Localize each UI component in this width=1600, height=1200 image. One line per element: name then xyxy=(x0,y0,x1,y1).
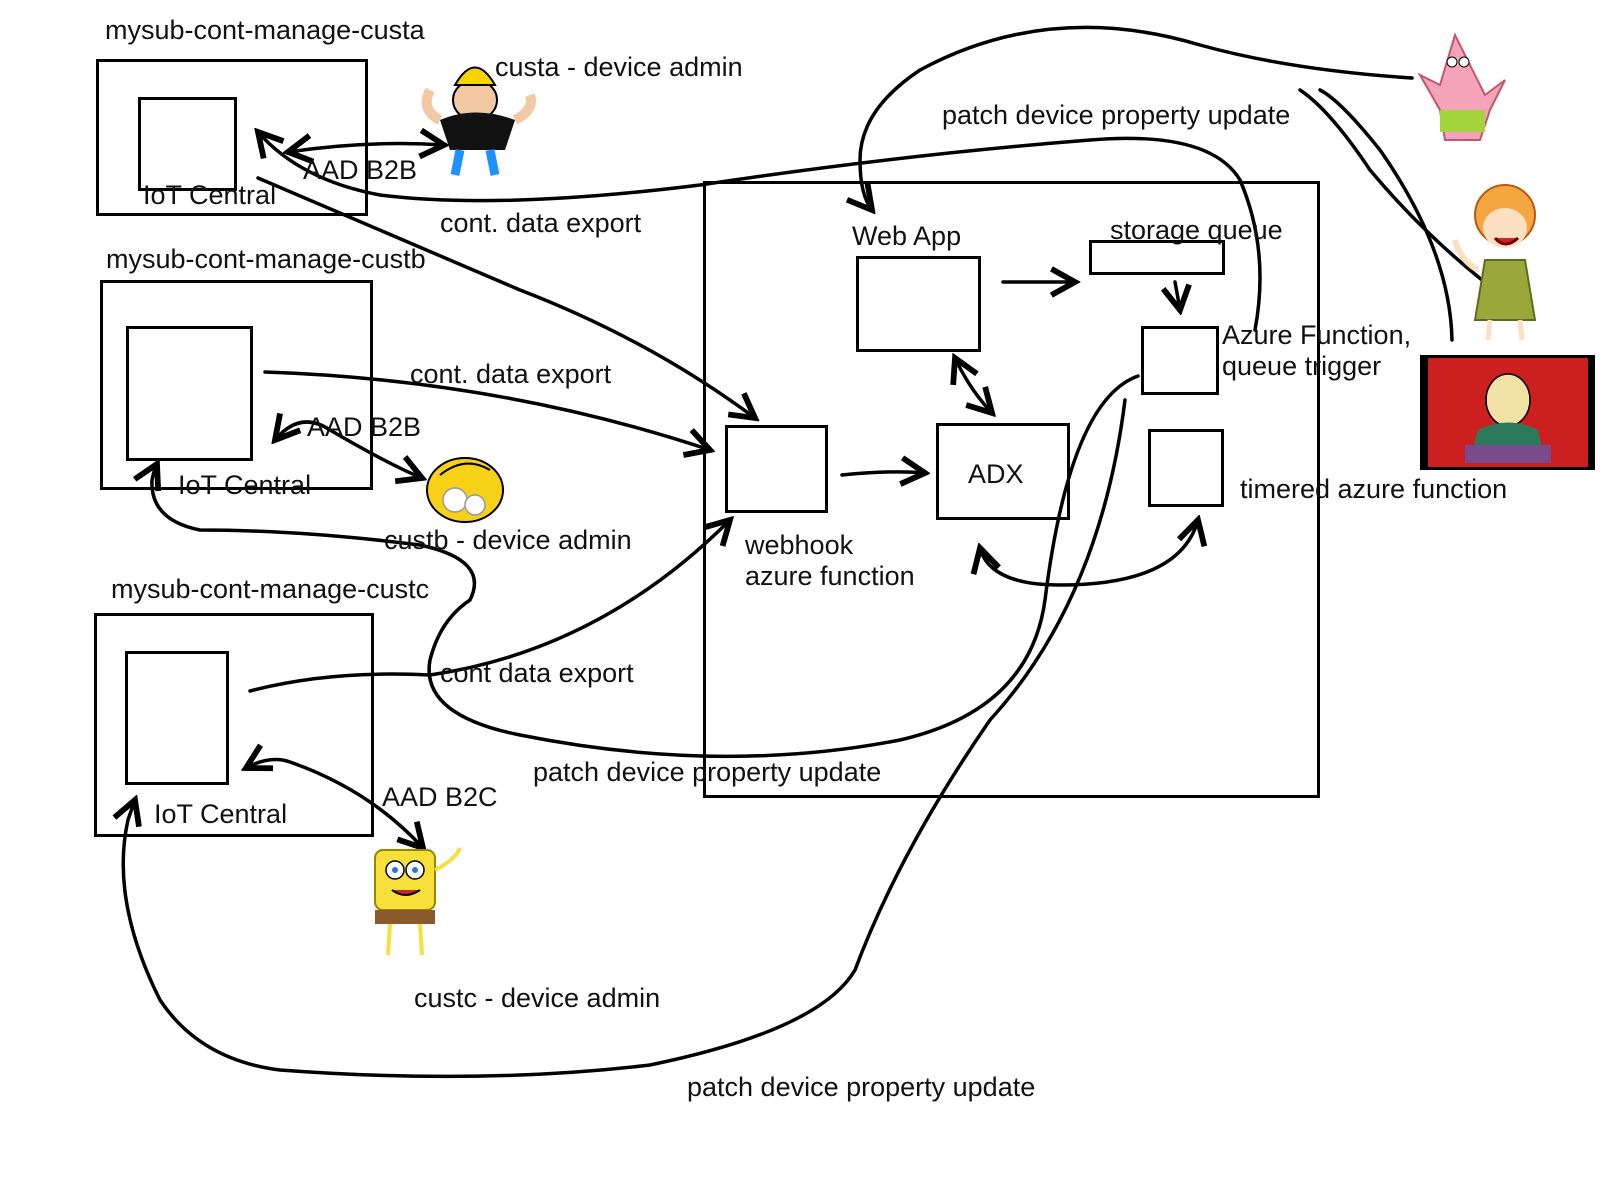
webhook-label: webhook azure function xyxy=(745,530,915,592)
custa-admin-label: custa - device admin xyxy=(495,52,743,82)
custa-iot-central-box[interactable] xyxy=(138,97,237,191)
webapp-adx-arrow xyxy=(955,358,992,413)
custa-auth-label: AAD B2B xyxy=(303,155,418,185)
webhook-function-box[interactable] xyxy=(725,425,828,513)
patrick-to-webapp-arrow xyxy=(860,25,1414,210)
timer-function-box[interactable] xyxy=(1148,429,1224,507)
custc-auth-arrow xyxy=(246,760,423,848)
custb-admin-label: custb - device admin xyxy=(384,525,632,555)
patch-label-bottom: patch device property update xyxy=(687,1072,1036,1102)
custb-subscription-box xyxy=(100,280,373,490)
custb-export-label: cont. data export xyxy=(410,359,612,389)
timer-function-label: timered azure function xyxy=(1240,474,1508,504)
custb-subscription-label: mysub-cont-manage-custb xyxy=(106,244,426,274)
queue-function-label: Azure Function, queue trigger xyxy=(1222,320,1412,382)
custc-export-arrow xyxy=(248,520,730,693)
girl-cartoon-icon xyxy=(1452,184,1537,341)
spongebob-cartoon-icon xyxy=(374,847,462,956)
custb-iot-central-box[interactable] xyxy=(126,326,253,461)
web-app-label: Web App xyxy=(852,221,962,251)
custb-auth-label: AAD B2B xyxy=(307,412,422,442)
custa-subscription-label: mysub-cont-manage-custa xyxy=(105,15,425,45)
webhook-to-adx-arrow xyxy=(840,472,925,475)
patch-to-custc-arrow xyxy=(123,398,1127,1079)
patch-to-custa-arrow xyxy=(258,132,1262,332)
burns-operator-curve xyxy=(1318,88,1454,342)
homer-cartoon-icon xyxy=(426,457,504,523)
custc-iot-central-label: IoT Central xyxy=(154,799,288,829)
queue-function-box[interactable] xyxy=(1141,326,1219,395)
adx-timer-arrow xyxy=(980,520,1198,587)
custa-subscription-box xyxy=(96,59,368,216)
mr-burns-cartoon-icon xyxy=(1420,355,1595,470)
custc-export-label: cont data export xyxy=(440,658,634,688)
custc-subscription-label: mysub-cont-manage-custc xyxy=(111,574,430,604)
custc-admin-label: custc - device admin xyxy=(414,983,661,1013)
storage-queue-box[interactable] xyxy=(1089,240,1225,275)
web-app-box[interactable] xyxy=(856,256,981,352)
custa-export-label: cont. data export xyxy=(440,208,642,238)
girl-operator-curve xyxy=(1298,88,1484,282)
custa-export-arrow xyxy=(256,176,755,418)
custc-iot-central-box[interactable] xyxy=(125,651,229,785)
custc-subscription-box xyxy=(94,613,374,837)
adx-box[interactable] xyxy=(936,423,1070,520)
custa-iot-central-label: IoT Central xyxy=(143,180,277,210)
patch-label-top: patch device property update xyxy=(942,100,1291,130)
queue-to-function-arrow xyxy=(1175,280,1180,310)
custb-iot-central-label: IoT Central xyxy=(178,470,312,500)
muscleman-cartoon-icon xyxy=(421,66,536,176)
patch-to-custb-arrow xyxy=(152,374,1140,759)
adx-label: ADX xyxy=(968,459,1024,489)
patrick-cartoon-icon xyxy=(1417,32,1506,141)
backend-subscription-box xyxy=(703,181,1320,798)
custb-export-arrow xyxy=(263,370,710,450)
custc-auth-label: AAD B2C xyxy=(382,782,498,812)
custb-auth-arrow xyxy=(275,422,422,478)
patch-label-middle: patch device property update xyxy=(533,757,882,787)
storage-queue-label: storage queue xyxy=(1110,215,1283,245)
